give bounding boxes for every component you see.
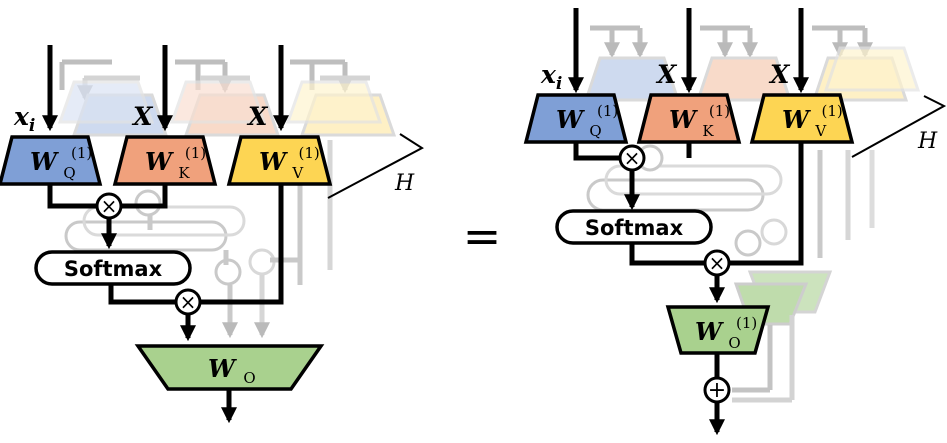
right-softmax-box — [555, 209, 713, 245]
right-input-v: X — [768, 60, 791, 89]
left-heads-bracket — [327, 133, 424, 199]
right-wv-label: W V (1) — [782, 102, 843, 142]
left-diagram — [0, 45, 424, 424]
right-softmax-label: Softmax — [585, 216, 684, 240]
left-multiply-node-1 — [95, 192, 123, 220]
right-input-q: xi — [540, 60, 562, 94]
left-wo-block — [134, 344, 325, 391]
right-ghost-heads — [583, 25, 921, 403]
left-multiply-node-2 — [174, 288, 202, 316]
left-multiply-symbol-2: × — [180, 290, 197, 314]
left-ghost-heads — [57, 59, 397, 339]
right-wq-label: W Q (1) — [556, 102, 618, 142]
right-multiply-symbol-1: × — [624, 146, 641, 170]
right-wk-label: W K (1) — [669, 102, 730, 142]
left-input-v: X — [246, 102, 269, 131]
left-input-k: X — [131, 102, 154, 131]
left-wo-label: W O — [208, 354, 256, 387]
left-wk-block — [112, 135, 218, 186]
right-multiply-node-2 — [703, 249, 731, 277]
right-wo-label: W O (1) — [695, 314, 757, 354]
right-input-k: X — [655, 60, 678, 89]
right-wk-block — [636, 93, 742, 144]
right-multiply-node-1 — [618, 144, 646, 172]
right-heads-label: H — [917, 129, 938, 154]
left-softmax-label: Softmax — [64, 257, 163, 281]
left-multiply-symbol-1: × — [101, 194, 118, 218]
right-multiply-symbol-2: × — [709, 251, 726, 275]
left-softmax-box — [34, 250, 192, 286]
left-wq-label: W Q (1) — [30, 144, 92, 184]
right-heads-bracket — [851, 95, 947, 158]
left-wq-block — [0, 135, 103, 186]
equals-sign: = — [463, 209, 502, 263]
left-heads-label: H — [394, 171, 415, 196]
left-main-wiring — [41, 45, 290, 424]
left-input-q: xi — [13, 102, 35, 136]
right-wv-block — [749, 93, 855, 144]
left-wv-label: W V (1) — [259, 144, 320, 184]
right-wo-block — [665, 305, 771, 355]
left-wv-block — [226, 135, 333, 186]
right-wq-block — [523, 93, 629, 144]
right-add-symbol: + — [708, 378, 726, 403]
right-main-wiring — [567, 8, 810, 436]
right-diagram — [523, 8, 947, 436]
right-add-node — [703, 376, 731, 404]
left-wk-label: W K (1) — [145, 144, 206, 184]
